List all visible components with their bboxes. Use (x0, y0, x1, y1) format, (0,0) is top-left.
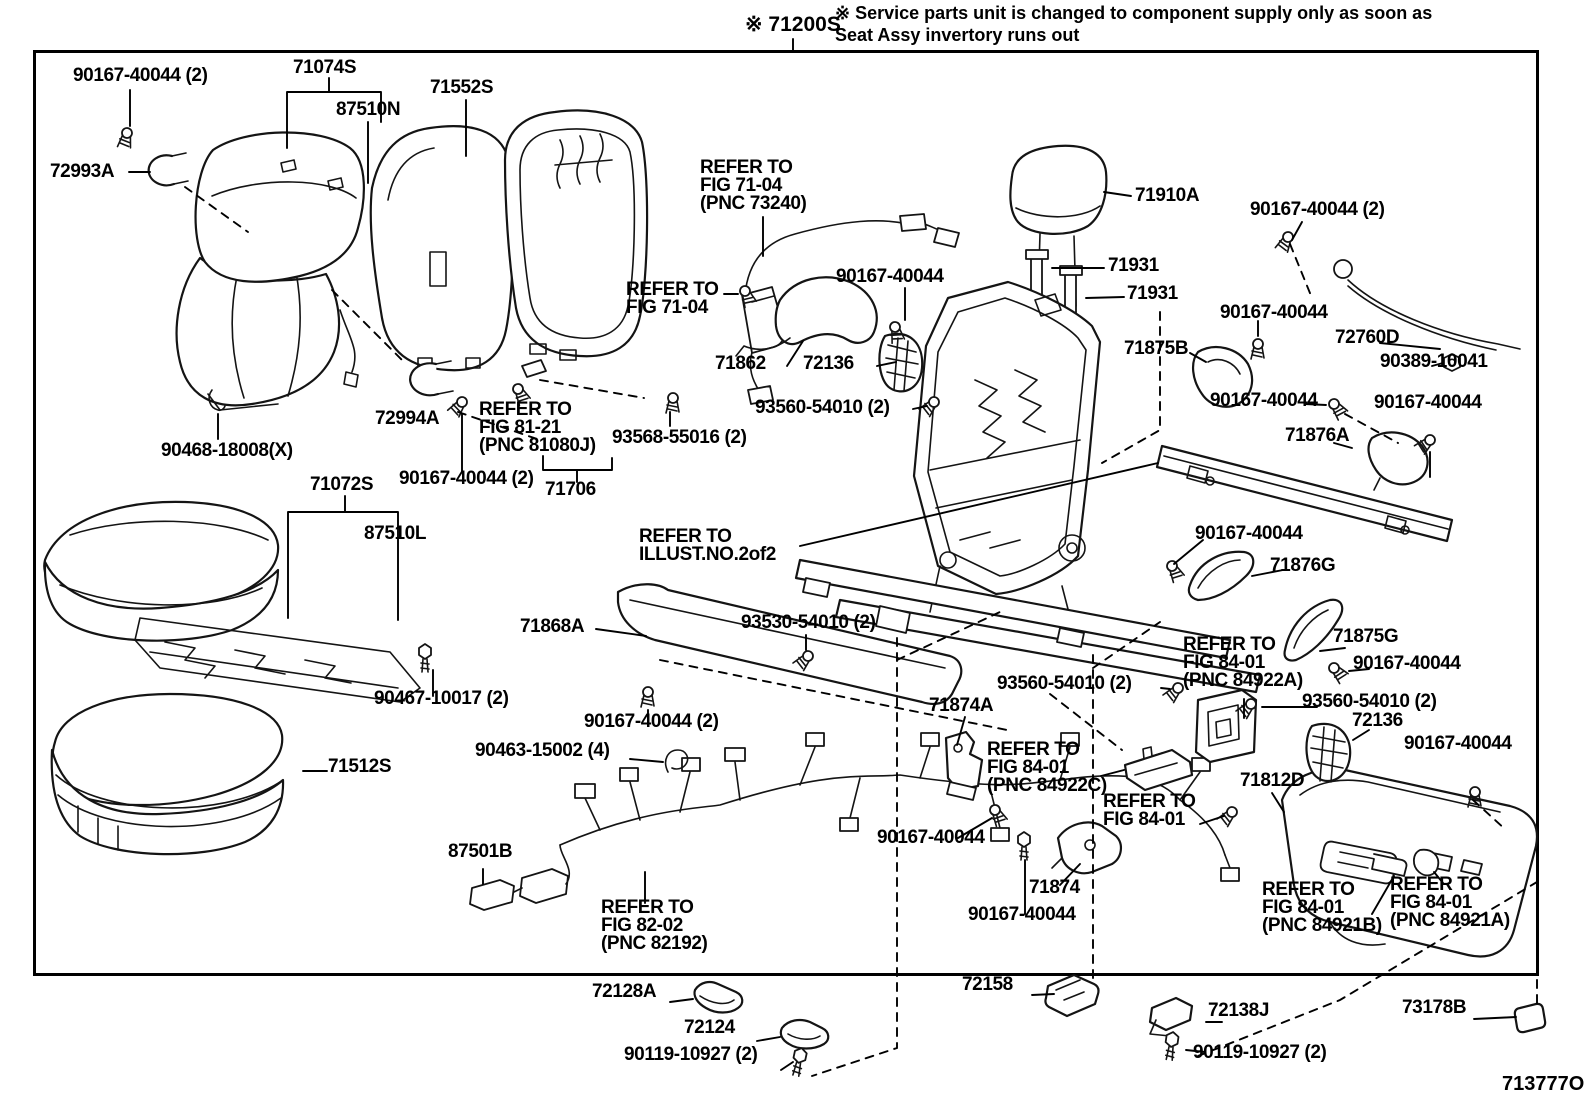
part-label-71875B: 71875B (1124, 338, 1189, 359)
drawing-number: 713777O (1502, 1073, 1585, 1095)
part-label-93560-54010-a: 93560-54010 (2) (755, 397, 890, 418)
part-label-90463-15002: 90463-15002 (4) (475, 740, 610, 761)
part-label-73178B: 73178B (1402, 997, 1467, 1018)
part-label-90167-40044-j: 90167-40044 (2) (584, 711, 719, 732)
part-label-71875G: 71875G (1333, 626, 1399, 647)
part-label-87501B: 87501B (448, 841, 513, 862)
part-label-72124: 72124 (684, 1017, 735, 1038)
headrest-art (1009, 144, 1108, 317)
small-parts-art (116, 125, 1547, 1078)
part-label-71812D: 71812D (1240, 770, 1305, 791)
part-label-90167-40044-g: 90167-40044 (2) (399, 468, 534, 489)
part-label-71931-b: 71931 (1127, 283, 1178, 304)
part-label-72136-b: 72136 (1352, 710, 1403, 731)
assembly-ref-label: ※ 71200S (745, 13, 841, 36)
part-label-72158: 72158 (962, 974, 1013, 995)
part-label-72994A: 72994A (375, 408, 440, 429)
ref-note-fig71-04: REFER TO FIG 71-04 (626, 279, 719, 318)
dashed-leader-lines (184, 186, 1538, 1077)
ref-note-illust-2of2: REFER TO ILLUST.NO.2of2 (639, 526, 776, 565)
part-label-71876G: 71876G (1270, 555, 1336, 576)
ref-note-fig84-01-84921A: REFER TO FIG 84-01 (PNC 84921A) (1390, 874, 1510, 931)
part-label-72993A: 72993A (50, 161, 115, 182)
part-label-90167-40044-i: 90167-40044 (1353, 653, 1461, 674)
ref-note-fig84-01-84922A: REFER TO FIG 84-01 (PNC 84922A) (1183, 634, 1303, 691)
part-label-71931-a: 71931 (1108, 255, 1159, 276)
part-label-72136-a: 72136 (803, 353, 854, 374)
part-label-90167-40044-m: 90167-40044 (968, 904, 1076, 925)
ref-note-fig71-04-pnc73240: REFER TO FIG 71-04 (PNC 73240) (700, 157, 807, 214)
ref-note-fig84-01-84922C: REFER TO FIG 84-01 (PNC 84922C) (987, 739, 1107, 796)
part-label-90167-40044-b: 90167-40044 (2) (1250, 199, 1385, 220)
diagram-border (33, 50, 1539, 976)
handles-art (1187, 550, 1344, 662)
part-label-90167-40044-f: 90167-40044 (1374, 392, 1482, 413)
part-label-90167-40044-h: 90167-40044 (1195, 523, 1303, 544)
part-label-72138J: 72138J (1208, 1000, 1270, 1021)
part-label-90167-40044-c: 90167-40044 (836, 266, 944, 287)
part-label-71072S: 71072S (310, 474, 374, 495)
seatback-cover-art (175, 131, 365, 411)
service-note-line1: ※ Service parts unit is changed to compo… (835, 3, 1433, 23)
part-label-90119-10927-a: 90119-10927 (2) (624, 1044, 758, 1065)
part-label-87510N: 87510N (336, 99, 401, 120)
part-label-93560-54010-c: 93560-54010 (2) (1302, 691, 1437, 712)
part-label-71868A: 71868A (520, 616, 585, 637)
part-label-93568-55016: 93568-55016 (2) (612, 427, 747, 448)
part-label-72128A: 72128A (592, 981, 657, 1002)
part-label-90389-10041: 90389-10041 (1380, 351, 1488, 372)
seatbelt-art (735, 213, 960, 405)
part-label-90167-40044-a: 90167-40044 (2) (73, 65, 208, 86)
ref-note-fig84-01-a: REFER TO FIG 84-01 (1103, 791, 1196, 830)
part-label-71874A: 71874A (929, 695, 994, 716)
part-label-71876A: 71876A (1285, 425, 1350, 446)
part-label-90467-10017: 90467-10017 (2) (374, 688, 509, 709)
part-label-71910A: 71910A (1135, 185, 1200, 206)
part-label-90119-10927-b: 90119-10927 (2) (1193, 1042, 1327, 1063)
service-note: ※ Service parts unit is changed to compo… (835, 2, 1432, 46)
seat-cushion-art (43, 500, 421, 856)
part-label-90167-40044-e: 90167-40044 (1210, 390, 1318, 411)
seat-frame-art (912, 280, 1102, 641)
seatback-pad-art (369, 125, 515, 372)
part-label-90167-40044-l: 90167-40044 (877, 827, 985, 848)
service-note-line2: Seat Assy invertory runs out (835, 25, 1080, 45)
seatback-frame-art (503, 109, 649, 361)
part-label-71862: 71862 (715, 353, 766, 374)
part-label-93530-54010: 93530-54010 (2) (741, 612, 876, 633)
part-label-71552S: 71552S (430, 77, 494, 98)
part-label-71706: 71706 (545, 479, 596, 500)
part-label-90167-40044-d: 90167-40044 (1220, 302, 1328, 323)
part-label-71074S: 71074S (293, 57, 357, 78)
part-label-90167-40044-k: 90167-40044 (1404, 733, 1512, 754)
part-label-71512S: 71512S (328, 756, 392, 777)
shield-71868A-art (616, 583, 963, 705)
ref-note-fig82-02: REFER TO FIG 82-02 (PNC 82192) (601, 897, 708, 954)
part-label-87510L: 87510L (364, 523, 427, 544)
leader-lines (128, 38, 1517, 1071)
part-label-72760D: 72760D (1335, 327, 1400, 348)
part-label-93560-54010-b: 93560-54010 (2) (997, 673, 1132, 694)
ref-note-fig81-21: REFER TO FIG 81-21 (PNC 81080J) (479, 399, 596, 456)
part-label-71874: 71874 (1029, 877, 1080, 898)
seat-rails-art (794, 444, 1454, 694)
part-label-90468-18008: 90468-18008(X) (161, 440, 293, 461)
ref-note-fig84-01-84921B: REFER TO FIG 84-01 (PNC 84921B) (1262, 879, 1382, 936)
